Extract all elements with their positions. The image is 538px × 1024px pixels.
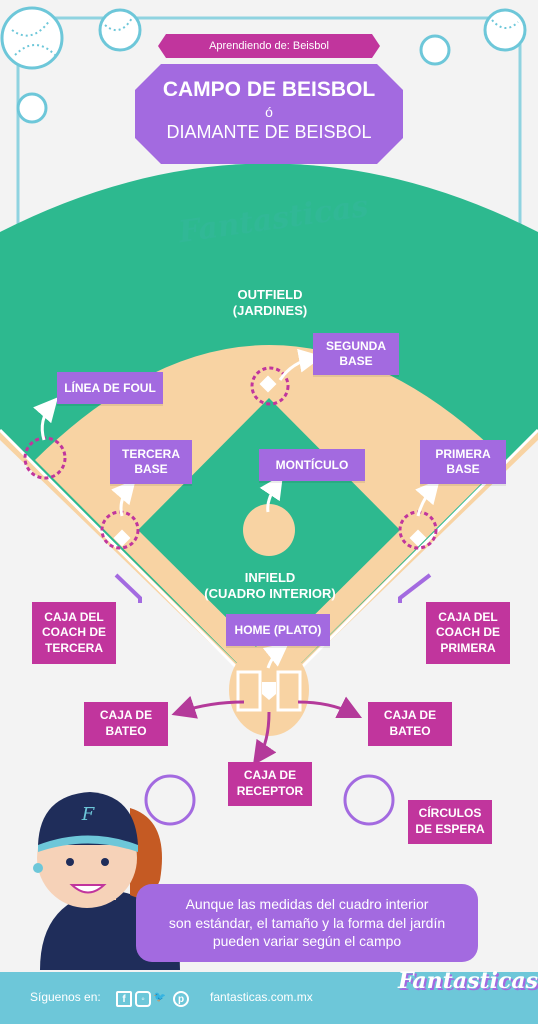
website-link[interactable]: fantasticas.com.mx: [210, 990, 313, 1004]
title-box: [135, 64, 403, 164]
title-connector: ó: [265, 104, 273, 120]
pinterest-icon[interactable]: p: [173, 991, 189, 1007]
on-deck-circle-right: [343, 774, 395, 826]
svg-text:F: F: [81, 804, 96, 825]
on-deck-circle-left: [144, 774, 196, 826]
label-monticulo: MONTÍCULO: [259, 449, 365, 481]
pitchers-mound: [243, 504, 295, 556]
outfield-label: OUTFIELD(JARDINES): [232, 287, 308, 319]
twitter-icon[interactable]: 🐦: [153, 991, 167, 1003]
infield-label: INFIELD(CUADRO INTERIOR): [204, 570, 336, 602]
page-title: CAMPO DE BEISBOL: [162, 78, 376, 101]
facebook-icon[interactable]: f: [116, 991, 132, 1007]
label-linea-de-foul: LÍNEA DE FOUL: [57, 372, 163, 404]
topic-tag: Aprendiendo de: Beisbol: [158, 34, 380, 58]
page-subtitle: DIAMANTE DE BEISBOL: [166, 122, 372, 142]
fantasticas-logo[interactable]: Fantasticas: [398, 968, 538, 994]
footer-bar: [0, 972, 538, 1024]
follow-label: Síguenos en:: [30, 990, 101, 1004]
label-home-plato: HOME (PLATO): [226, 614, 330, 646]
instagram-icon[interactable]: ◦: [135, 991, 151, 1007]
